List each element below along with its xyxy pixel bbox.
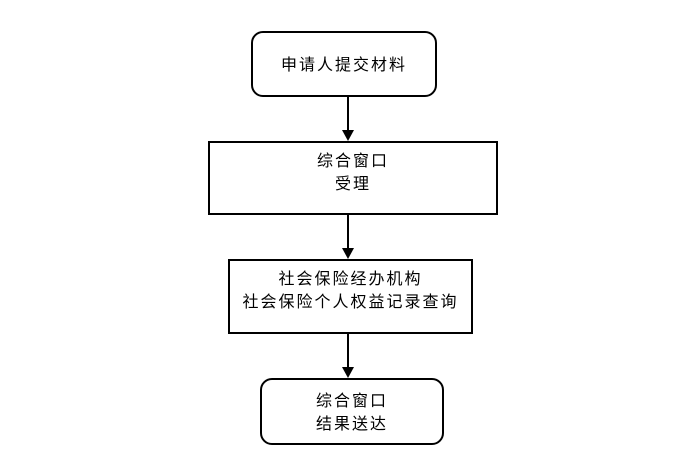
arrowhead-down-icon xyxy=(342,130,354,141)
flow-node-window-accept: 综合窗口 受理 xyxy=(208,141,498,215)
flow-arrow-submit-to-accept xyxy=(341,97,355,141)
flow-node-text: 结果送达 xyxy=(315,413,388,433)
flow-node-applicant-submit: 申请人提交材料 xyxy=(251,31,437,97)
arrow-shaft xyxy=(347,334,349,367)
arrowhead-down-icon xyxy=(342,248,354,259)
flow-node-text: 综合窗口 xyxy=(316,150,389,170)
flow-node-text: 社会保险个人权益记录查询 xyxy=(242,292,459,311)
arrow-shaft xyxy=(347,215,349,248)
arrow-shaft xyxy=(347,97,349,130)
flow-node-text: 受理 xyxy=(334,173,371,193)
flow-node-agency-query: 社会保险经办机构 社会保险个人权益记录查询 xyxy=(228,259,473,334)
flow-arrow-accept-to-query xyxy=(341,215,355,259)
flow-node-text: 综合窗口 xyxy=(315,390,388,410)
arrowhead-down-icon xyxy=(342,367,354,378)
flow-node-window-deliver: 综合窗口 结果送达 xyxy=(260,378,444,445)
flow-node-text: 社会保险经办机构 xyxy=(278,269,423,288)
flow-node-text: 申请人提交材料 xyxy=(280,54,407,74)
flow-arrow-query-to-deliver xyxy=(341,334,355,378)
